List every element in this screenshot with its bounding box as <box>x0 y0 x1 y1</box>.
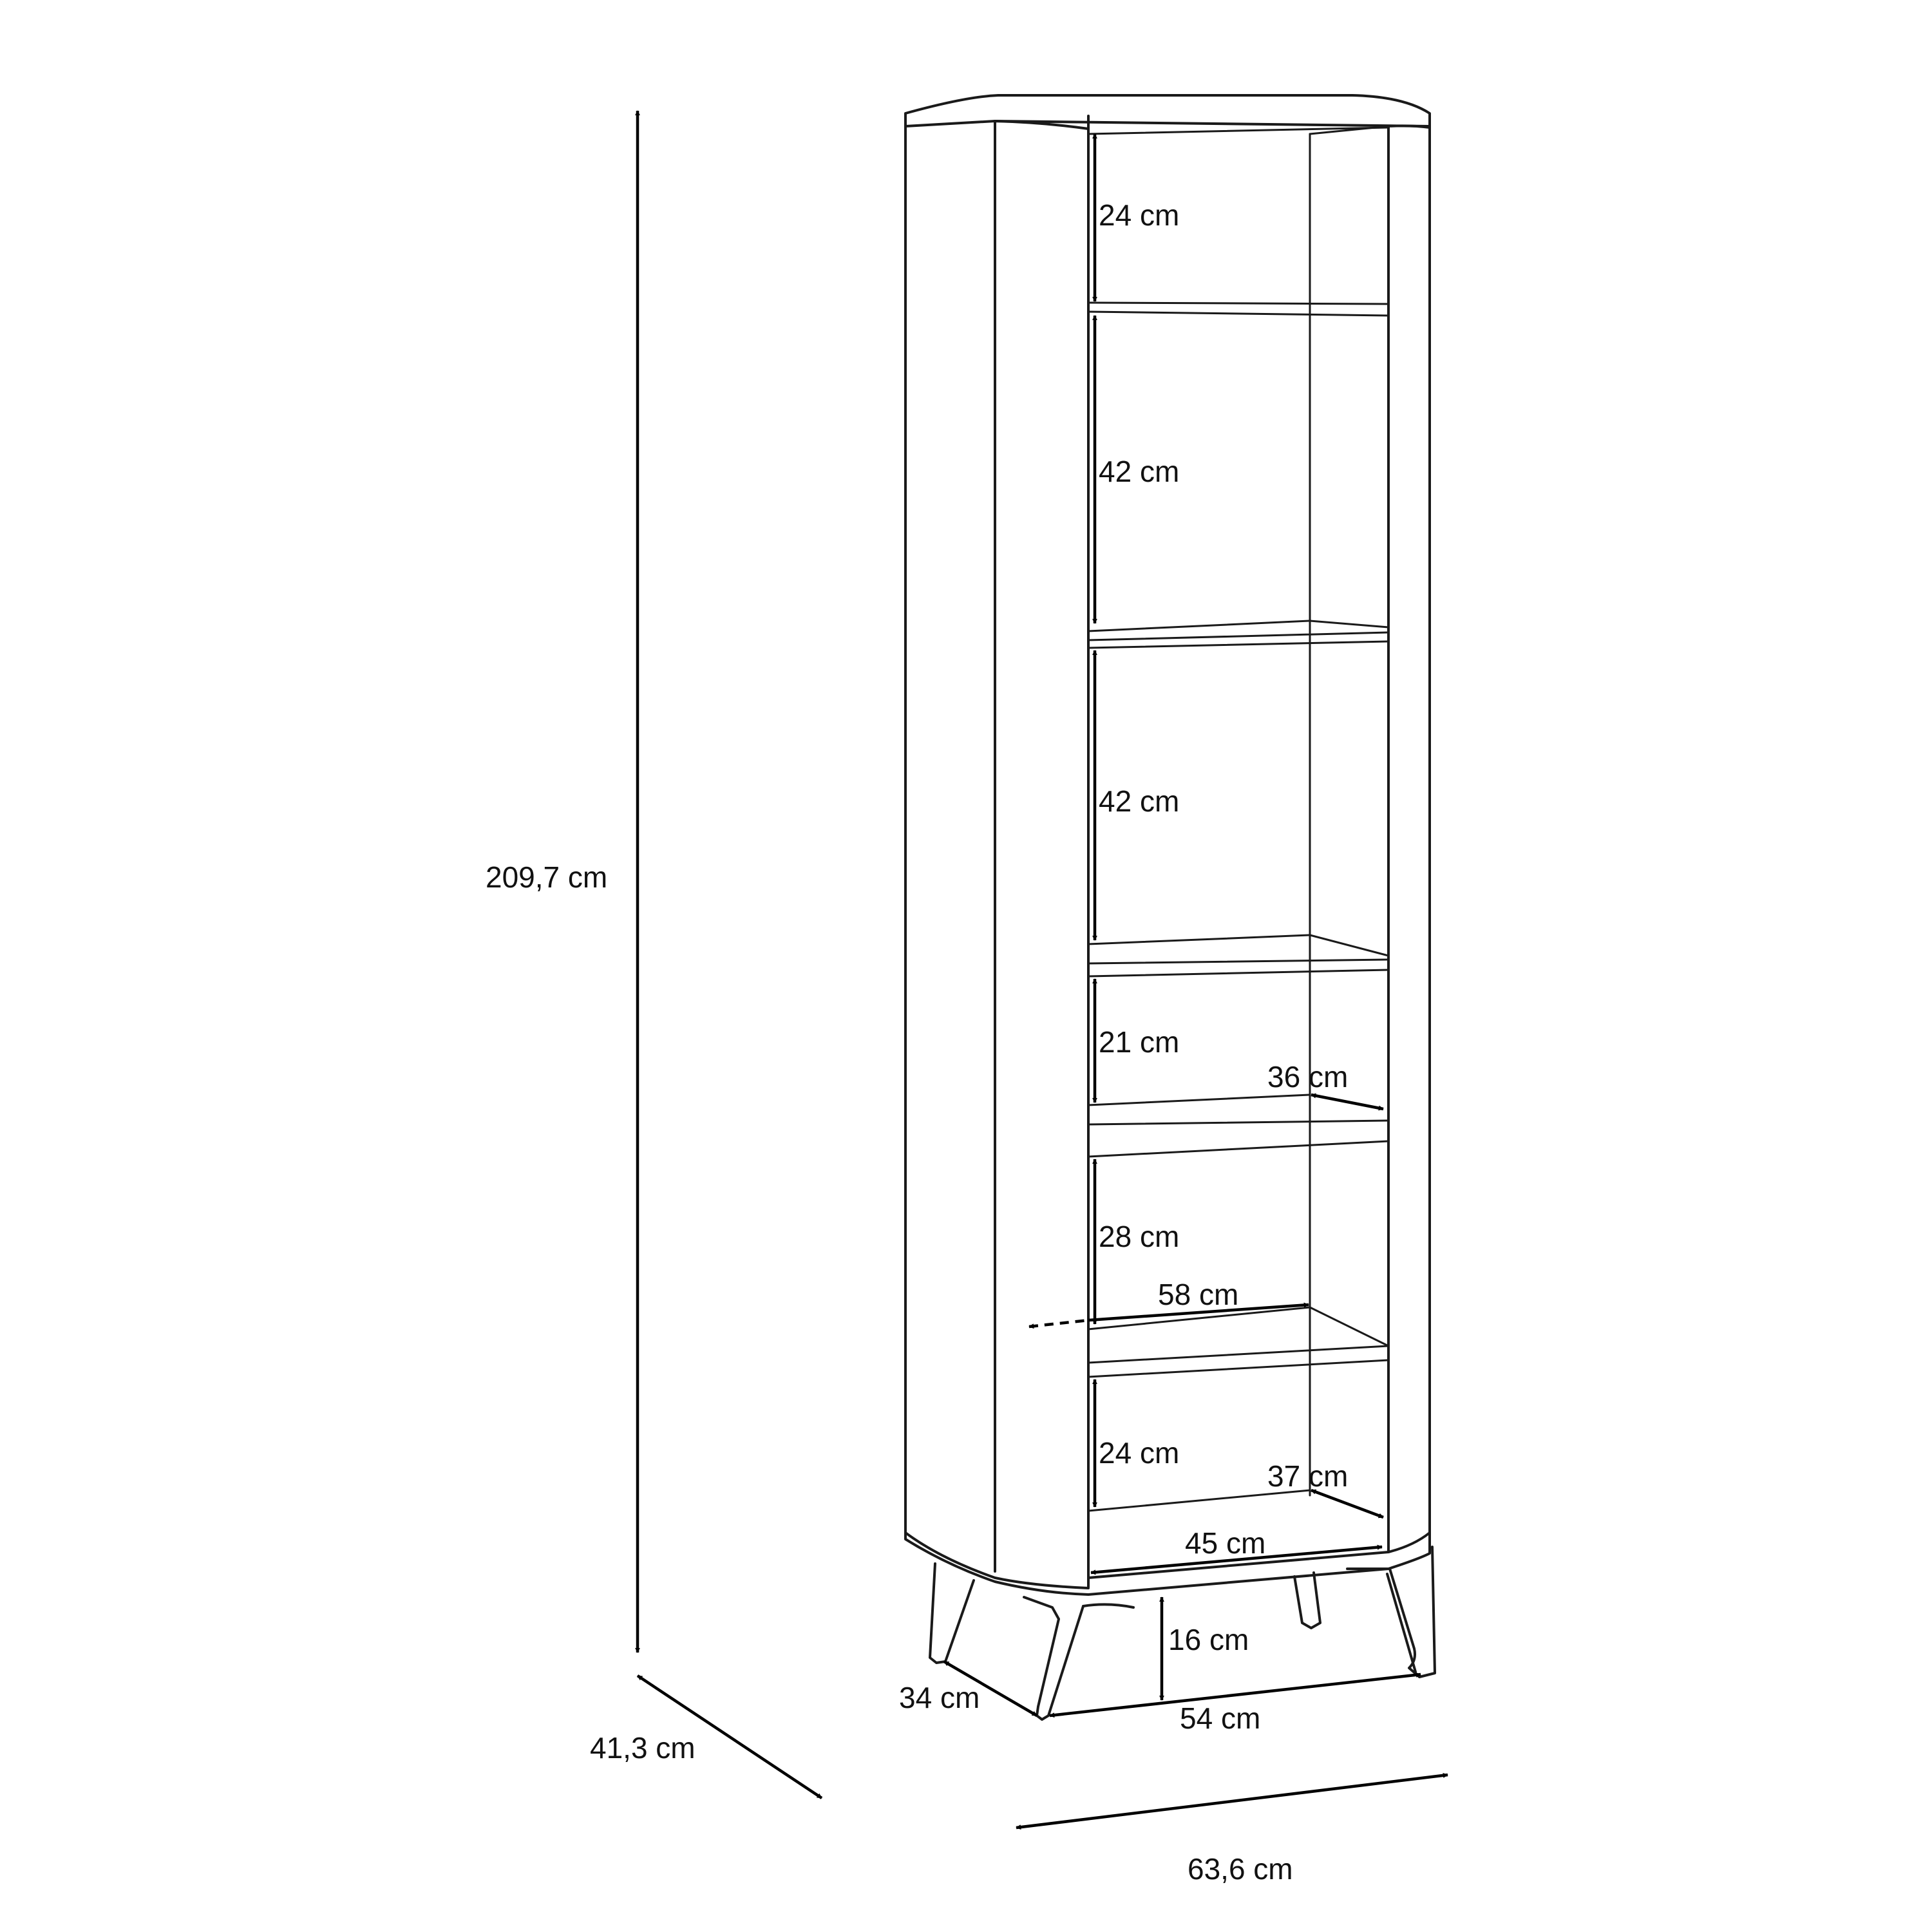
shelf-5 <box>1087 1306 1390 1378</box>
leg-back-right <box>1293 1571 1321 1629</box>
shelf-6-bottom <box>1087 1489 1311 1512</box>
leg-depth-label: 34 cm <box>899 1681 980 1714</box>
leg-back-left <box>929 1562 975 1664</box>
shelf-width-label: 58 cm <box>1158 1278 1238 1311</box>
shelf-4-depth-line <box>1311 1093 1384 1111</box>
shelf-2-height-label: 42 cm <box>1099 455 1179 488</box>
bottom-shelf-depth-label: 37 cm <box>1267 1459 1348 1493</box>
dimension-labels: 209,7 cm 41,3 cm 63,6 cm 24 cm 42 cm 42 … <box>486 198 1348 1886</box>
shelf-2 <box>1087 620 1390 649</box>
leg-height-label: 16 cm <box>1168 1623 1249 1656</box>
bottom-shelf-depth-line <box>1311 1488 1384 1519</box>
top-inner-back <box>1087 126 1390 135</box>
leg-width-line <box>1049 1672 1421 1718</box>
left-panel-curve-top <box>994 120 1090 130</box>
bottom-width-line <box>1090 1544 1383 1575</box>
shelf-5-height-label: 28 cm <box>1099 1220 1179 1253</box>
leg-front-left-flare <box>1082 1603 1135 1609</box>
bottom-plinth <box>904 1525 1431 1596</box>
total-width-label: 63,6 cm <box>1188 1852 1293 1886</box>
dimension-lines <box>635 110 1448 1830</box>
leg-front-right-inner <box>1386 1573 1417 1673</box>
shelf-4 <box>1087 1094 1390 1158</box>
shelf-3 <box>1087 934 1390 978</box>
top-board <box>904 94 1431 128</box>
shelf-4-depth-label: 36 cm <box>1267 1060 1348 1094</box>
total-height-label: 209,7 cm <box>486 860 607 894</box>
total-depth-label: 41,3 cm <box>590 1731 696 1765</box>
total-width-line <box>1016 1772 1448 1830</box>
leg-depth-line <box>943 1660 1038 1717</box>
shelf-width-line-dashed <box>1028 1318 1089 1329</box>
bookcase-body <box>904 94 1436 1721</box>
bottom-width-label: 45 cm <box>1185 1526 1265 1560</box>
shelf-width-line <box>1088 1302 1309 1322</box>
leg-width-label: 54 cm <box>1180 1701 1260 1735</box>
top-inner-slope <box>1309 125 1390 135</box>
shelf-4-height-label: 21 cm <box>1099 1025 1179 1059</box>
total-depth-line <box>636 1674 823 1799</box>
right-panel-curve-top <box>1387 124 1431 129</box>
shelf-1-height-label: 24 cm <box>1099 198 1179 232</box>
left-side-panel <box>904 125 1090 1589</box>
leg-front-right <box>1346 1546 1436 1678</box>
shelf-6-height-label: 24 cm <box>1099 1436 1179 1470</box>
shelf-1 <box>1087 301 1390 317</box>
leg-front-left <box>1023 1596 1084 1721</box>
shelf-3-height-label: 42 cm <box>1099 784 1179 818</box>
